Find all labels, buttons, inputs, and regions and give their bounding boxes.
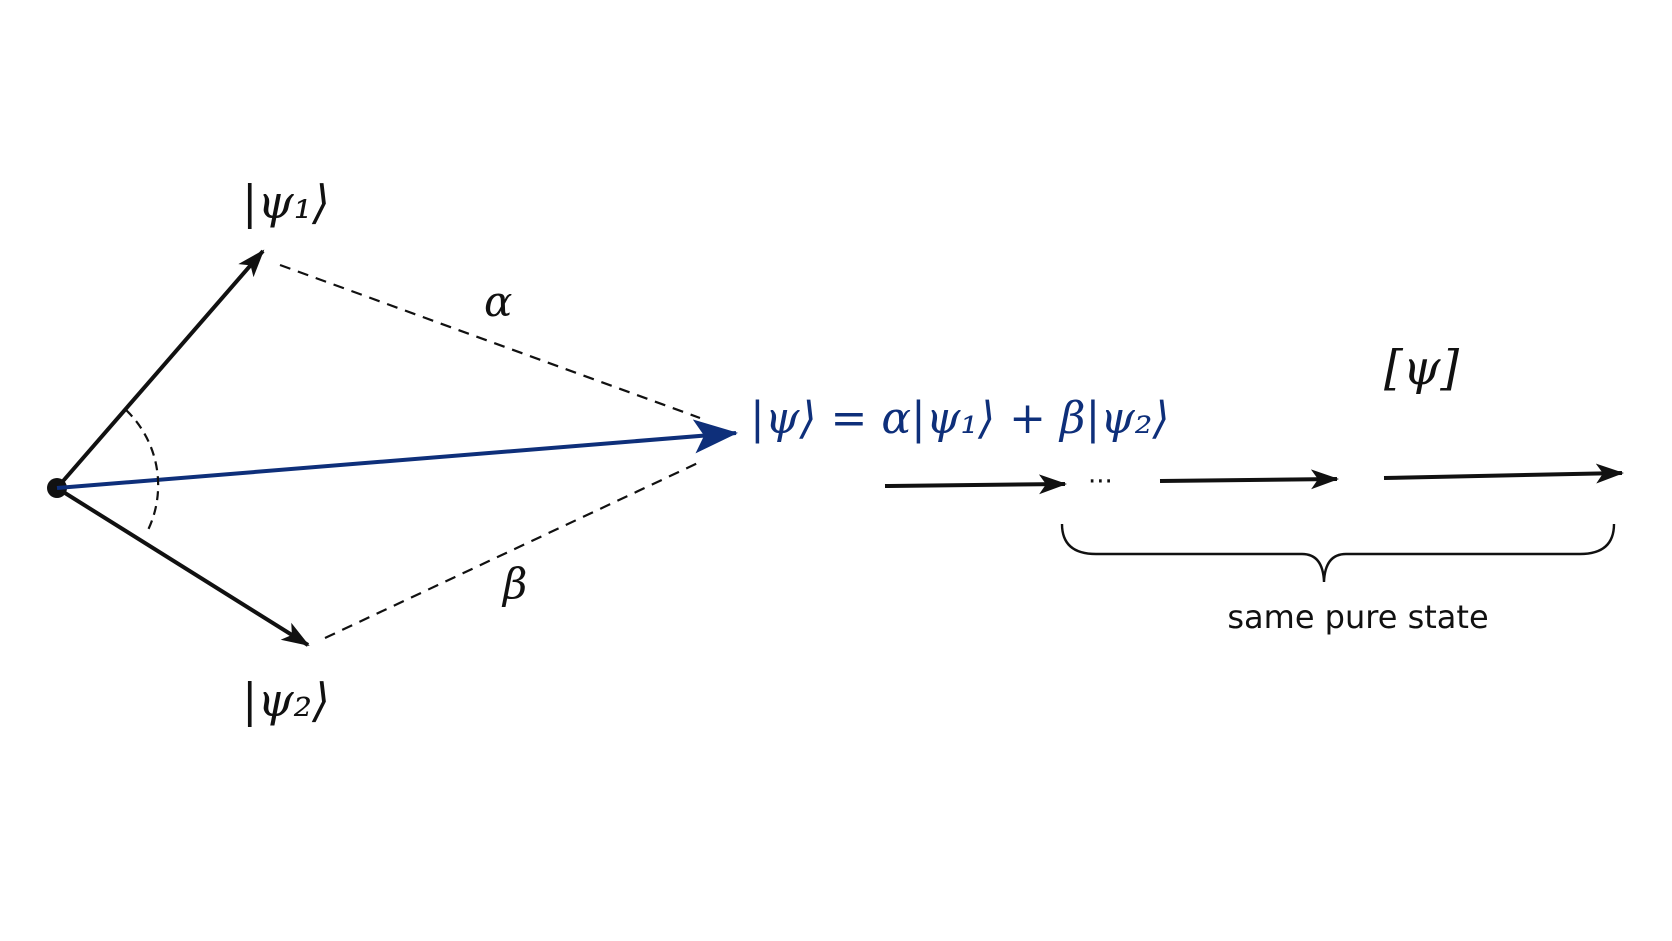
- beta-label: β: [501, 559, 527, 608]
- brace-caption: same pure state: [1227, 598, 1488, 636]
- superposition-equation: |ψ⟩ = α|ψ₁⟩ + β|ψ₂⟩: [750, 393, 1170, 444]
- psi-vector-arrow: [56, 419, 738, 490]
- psi2-label: |ψ₂⟩: [242, 673, 330, 727]
- angle-arc: [125, 409, 160, 535]
- sequence-arrow-3: [1383, 463, 1624, 484]
- beta-dashed-line: [324, 461, 701, 639]
- ray-label: [ψ]: [1384, 340, 1459, 396]
- sequence-ellipsis: ···: [1088, 467, 1113, 497]
- alpha-label: α: [484, 277, 512, 326]
- grouping-brace: [1060, 523, 1616, 583]
- sequence-arrow-2: [1159, 469, 1339, 490]
- psi1-label: |ψ₁⟩: [242, 175, 330, 229]
- psi2-vector-arrow: [55, 486, 310, 647]
- sequence-arrow-1: [884, 474, 1067, 495]
- psi1-vector-arrow: [55, 249, 265, 490]
